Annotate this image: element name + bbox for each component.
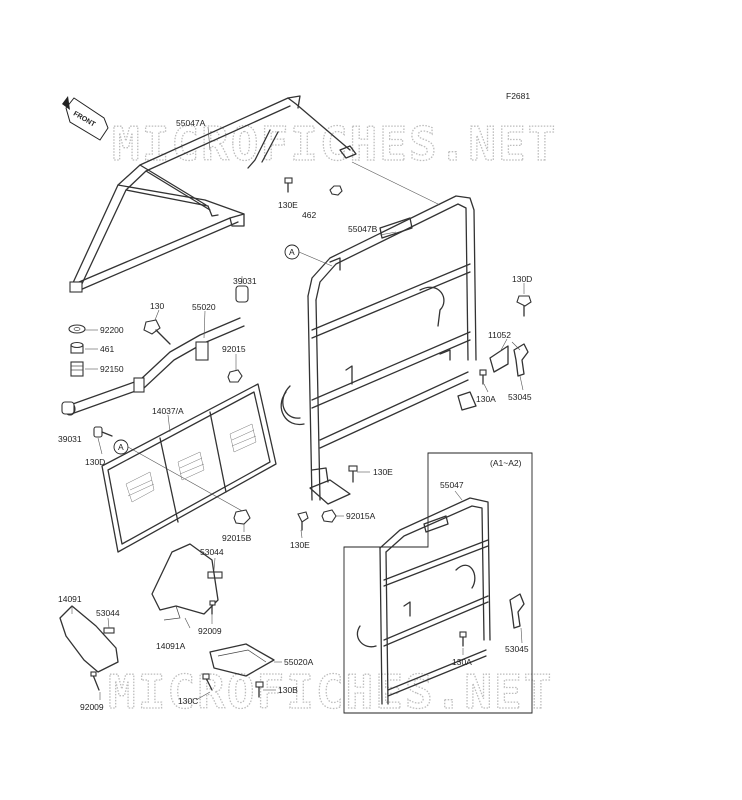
screw-92009-left [90,671,100,691]
front-arrow-icon: FRONT [62,96,109,141]
bolt-130C [202,673,213,691]
part-label: 461 [100,344,114,354]
clip-53044-left [103,627,115,634]
part-label: 130 [150,301,164,311]
part-label: 92150 [100,364,124,374]
washer-92200 [68,324,86,334]
inset-label: (A1~A2) [490,458,522,468]
nut-92015B [233,509,251,525]
part-label: 53044 [96,608,120,618]
svg-text:A: A [118,442,124,452]
part-label: 130A [452,657,472,667]
bolt-130E-mid [348,465,358,483]
svg-text:A: A [289,247,295,257]
part-label: 55020 [192,302,216,312]
part-label: 130E [290,540,310,550]
nut-462 [329,185,343,196]
part-label: 55047B [348,224,378,234]
bolt-130E-top [284,177,293,193]
bolt-130B [255,681,264,698]
part-label: 53044 [200,547,224,557]
reference-mark-a-top: A [284,244,333,267]
part-label: 130C [178,696,198,706]
inset-box-a1-a2 [343,452,533,714]
bracket-lower-mount [309,479,351,505]
cap-39031-top [235,276,249,303]
latch-53045-inset [509,593,525,629]
collar-461 [70,341,84,354]
bracket-55020A [209,643,275,677]
part-label: 130A [476,394,496,404]
latch-53045-right [513,343,529,377]
part-label: 130E [278,200,298,210]
bracket-11052 [489,345,509,373]
part-label: 92009 [80,702,104,712]
screw-92009-mid [209,600,216,615]
part-label: 14091 [58,594,82,604]
bolt-130D-left [93,426,113,438]
bolt-130E-low [297,511,309,531]
bolt-130A-inset [459,631,467,647]
cap-39031-left [61,401,75,415]
part-label: 92200 [100,325,124,335]
cover-14091 [59,605,119,673]
part-label: 130E [373,467,393,477]
screen-panel-14037A [101,383,277,553]
part-label: 130B [278,685,298,695]
part-label: 39031 [58,434,82,444]
cover-14091A [151,543,219,621]
bushing-92150 [70,361,84,377]
part-label: 462 [302,210,316,220]
part-label: 92009 [198,626,222,636]
bolt-130A-right [479,369,487,385]
nut-92015A [321,509,337,523]
leader-lines [71,126,525,701]
rear-frame-55047B [280,195,477,501]
nut-92015 [227,369,243,383]
watermark-bottom: MICROFICHES.NET [108,665,553,719]
part-label: 92015A [346,511,376,521]
roll-bar-55047A [69,95,357,293]
part-label: 130D [512,274,532,284]
part-label: 130D [85,457,105,467]
part-label: 39031 [233,276,257,286]
bolt-130D-right [516,295,532,317]
part-label: 14091A [156,641,186,651]
part-label: 14037/A [152,406,184,416]
figure-id: F2681 [506,91,530,101]
part-label: 53045 [508,392,532,402]
part-label: 55047 [440,480,464,490]
part-label: 55020A [284,657,314,667]
part-label: 92015B [222,533,252,543]
part-labels: 55047A 130E 462 55047B 39031 130 55020 9… [58,118,532,712]
part-label: 92015 [222,344,246,354]
bolt-130 [143,319,171,345]
reference-mark-a-left: A [113,439,245,513]
part-label: 53045 [505,644,529,654]
part-label: 11052 [488,330,511,340]
part-label: 55047A [176,118,206,128]
